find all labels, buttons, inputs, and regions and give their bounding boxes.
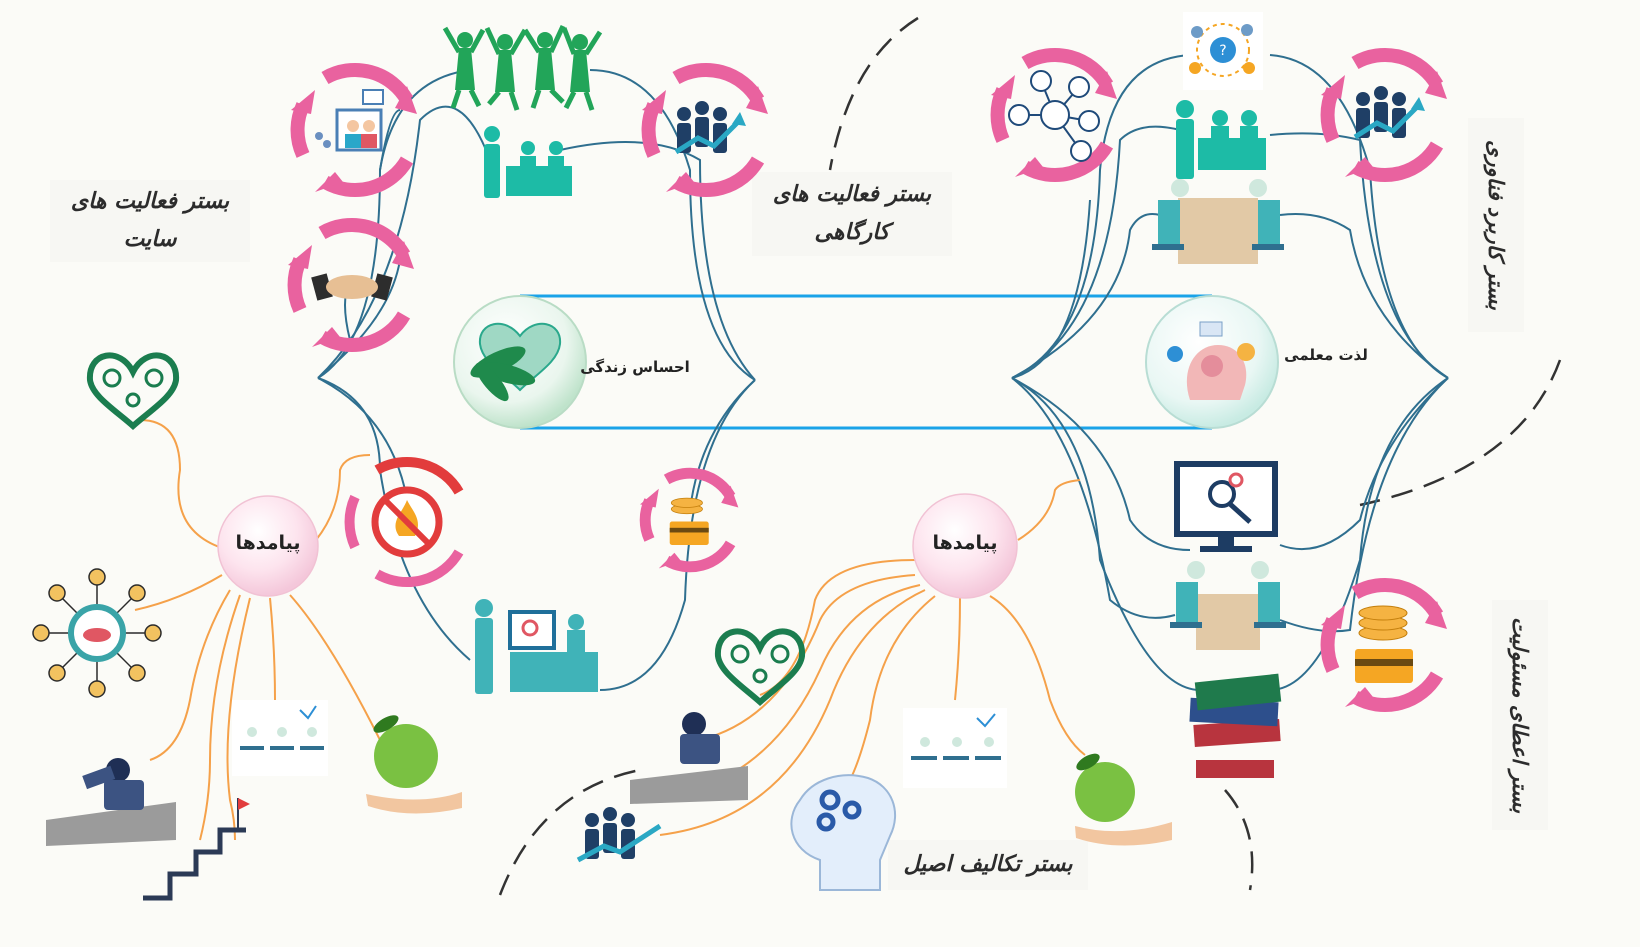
- responsibility-label: بستر اعطای مسئولیت: [1508, 616, 1532, 814]
- leaf-icon: [470, 346, 536, 402]
- site-activity-line2: سایت: [123, 227, 177, 252]
- teacher-computer-icon: [475, 599, 598, 694]
- worker-welding-icon: [46, 758, 176, 846]
- outcomes-right-label: پیامدها: [932, 532, 998, 554]
- team-workshop-icon: [232, 700, 328, 776]
- site-activity-line1: بستر فعالیت های: [70, 189, 230, 214]
- team-workshop-icon-right: [903, 708, 1007, 788]
- technology-label: بستر کاربرد فناوری: [1484, 140, 1508, 310]
- outcomes-hub-right: [912, 493, 1018, 599]
- dashed-separators: [498, 16, 1562, 896]
- growth-people-icon: [576, 807, 662, 863]
- workshop-activity-line2: کارگاهی: [814, 220, 890, 245]
- meeting-table-icon-2: [1170, 561, 1286, 650]
- outcomes-left-label: پیامدها: [235, 532, 301, 554]
- feeling-of-life-label: احساس زندگی: [580, 358, 690, 376]
- teacher-presentation-icon: [484, 126, 572, 198]
- swirl-heart-icon-right: [714, 628, 806, 707]
- cycle-online-teaching-icon: [291, 70, 417, 192]
- stairs-flag-icon: [143, 798, 250, 901]
- left-outcome-lines: [134, 419, 381, 841]
- teacher-presentation-icon-right: [1176, 100, 1266, 179]
- core-tasks-label: بستر تکالیف اصیل: [903, 852, 1073, 877]
- apple-in-hand-icon-right: [1075, 753, 1172, 846]
- teaching-joy-label: لذت معلمی: [1284, 346, 1368, 364]
- outcomes-hub-left: [217, 495, 319, 597]
- books-stack-icon: [1189, 673, 1282, 778]
- svg-text:?: ?: [1219, 43, 1226, 59]
- cycle-handshake-icon: [288, 225, 414, 347]
- teaching-joy-node: [1145, 295, 1279, 429]
- cycle-coins-card-icon: [640, 473, 738, 568]
- worker-welding-icon-right: [630, 712, 748, 804]
- swirl-heart-icon: [86, 352, 180, 431]
- brain-head-icon: [1167, 321, 1255, 400]
- apple-in-hand-icon: [366, 715, 462, 814]
- workshop-activity-line1: بستر فعالیت های: [772, 182, 932, 207]
- no-fire-cycle-icon: [344, 456, 464, 588]
- question-discussion-icon: ?: [1183, 12, 1263, 90]
- feeling-of-life-node: [453, 295, 587, 429]
- monitor-search-icon: [1174, 461, 1278, 552]
- meeting-table-icon: [1152, 179, 1284, 264]
- central-connectors: [520, 294, 1212, 430]
- handshake-network-icon: [32, 568, 162, 698]
- cycle-growth-people-icon-right: [1321, 55, 1447, 177]
- cycle-network-icon: [991, 55, 1117, 177]
- jumping-people-icon: [442, 24, 603, 111]
- cycle-coins-card-icon-right: [1321, 585, 1447, 707]
- gears-head-icon: [790, 774, 896, 891]
- cycle-growth-people-icon: [642, 70, 768, 192]
